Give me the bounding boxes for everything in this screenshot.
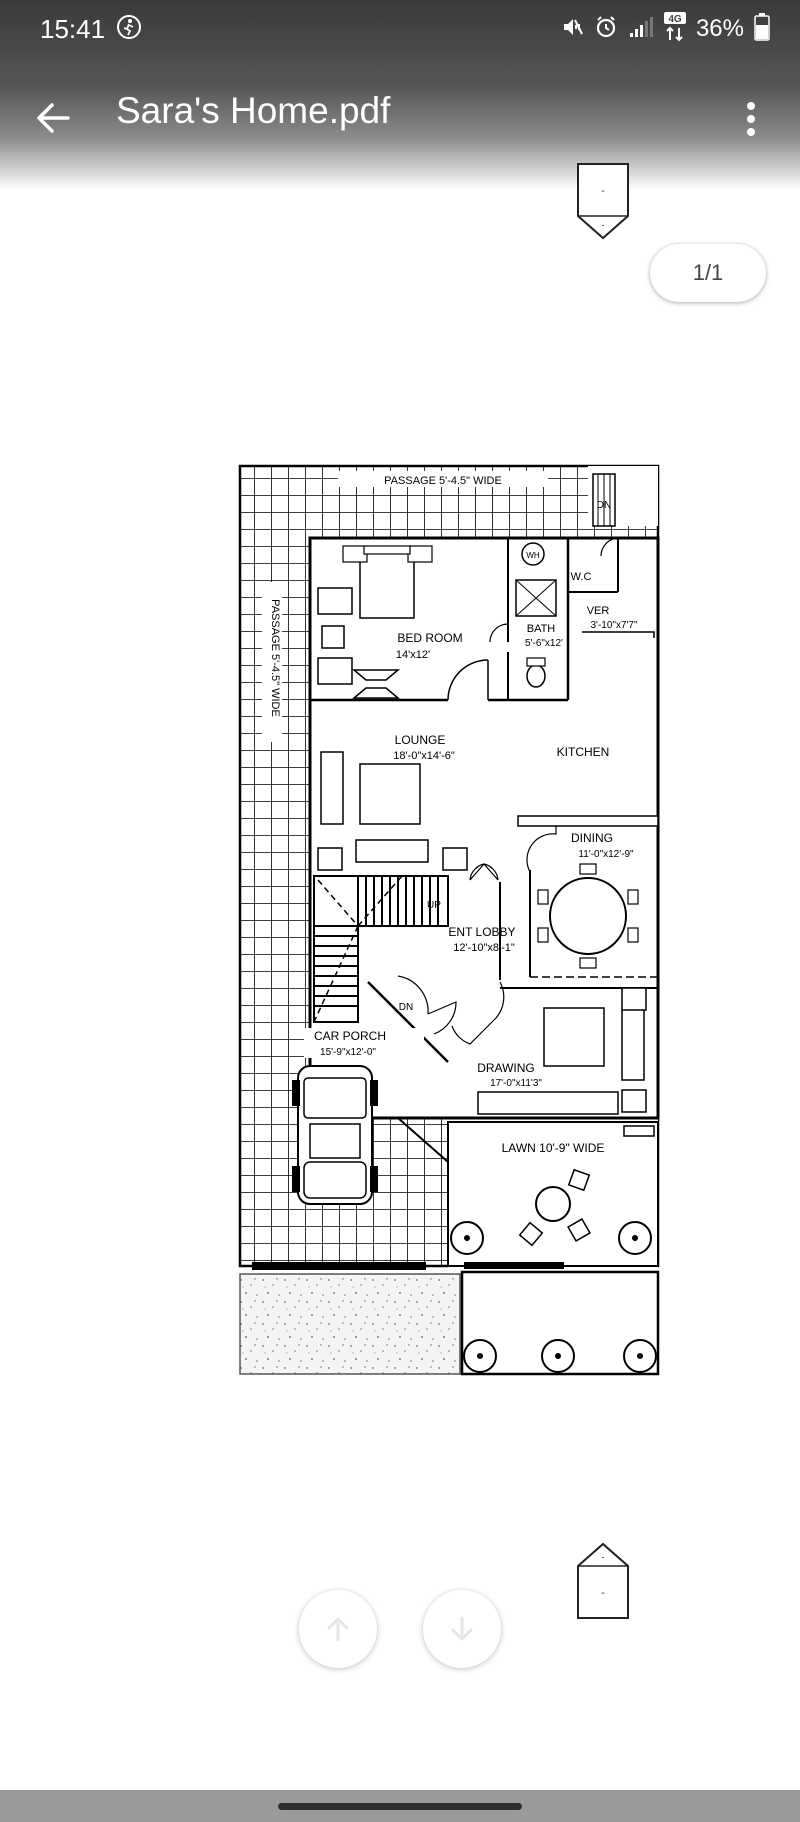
lawn-label: LAWN 10'-9" WIDE bbox=[502, 1141, 605, 1155]
svg-text:-: - bbox=[601, 1588, 604, 1599]
floor-plan-drawing: DN PASSAGE 5'-4.5" WIDE PASSAGE 5'-4.5" … bbox=[238, 462, 662, 1376]
status-time: 15:41 bbox=[40, 14, 106, 44]
back-arrow-icon[interactable] bbox=[28, 92, 80, 144]
drawing-room-size: 17'-0"x11'3" bbox=[490, 1078, 542, 1089]
more-options-icon[interactable] bbox=[728, 96, 774, 142]
alarm-icon bbox=[594, 15, 618, 44]
wc-label: W.C bbox=[571, 571, 592, 583]
status-bar: 15:41 4G 36% bbox=[0, 0, 800, 58]
stair-up-label: UP bbox=[427, 900, 441, 911]
drawing-room-label: DRAWING bbox=[477, 1061, 535, 1075]
app-bar: Sara's Home.pdf bbox=[0, 70, 800, 160]
signal-icon bbox=[628, 15, 654, 44]
svg-text:-: - bbox=[602, 220, 605, 230]
lounge-size: 18'-0"x14'-6" bbox=[393, 750, 455, 762]
car-porch-label: CAR PORCH bbox=[314, 1029, 386, 1043]
dining-label: DINING bbox=[571, 831, 613, 845]
entrance-lobby-label: ENT LOBBY bbox=[448, 925, 515, 939]
scroll-up-button[interactable] bbox=[299, 1590, 377, 1668]
car-porch-size: 15'-9"x12'-0" bbox=[320, 1047, 376, 1058]
entrance-lobby-size: 12'-10"x8'-1" bbox=[453, 942, 515, 954]
car-drawing bbox=[292, 1065, 378, 1205]
kitchen-label: KITCHEN bbox=[557, 745, 610, 759]
arrow-down-icon bbox=[451, 1616, 473, 1642]
verandah-label: VER bbox=[587, 605, 610, 617]
arrow-up-icon bbox=[327, 1616, 349, 1642]
bedroom-size: 14'x12' bbox=[396, 649, 430, 661]
mute-icon bbox=[560, 15, 584, 44]
north-marker-top: -- bbox=[574, 160, 634, 247]
activity-icon bbox=[116, 14, 142, 45]
passage-top-label: PASSAGE 5'-4.5" WIDE bbox=[384, 475, 502, 487]
battery-icon bbox=[754, 12, 770, 46]
document-title: Sara's Home.pdf bbox=[116, 90, 391, 131]
bath-size: 5'-6"x12' bbox=[525, 638, 563, 649]
bedroom-label: BED ROOM bbox=[397, 631, 462, 645]
battery-percent: 36% bbox=[695, 15, 744, 42]
north-marker-bottom: -- bbox=[574, 1540, 634, 1627]
water-heater-label: WH bbox=[526, 551, 540, 560]
svg-text:-: - bbox=[601, 186, 604, 197]
page-indicator: 1/1 bbox=[650, 244, 766, 302]
stair-down-label: DN bbox=[597, 500, 611, 511]
network-4g-icon: 4G bbox=[663, 11, 686, 47]
home-gesture-handle[interactable] bbox=[278, 1803, 522, 1810]
dining-size: 11'-0"x12'-9" bbox=[578, 849, 634, 860]
verandah-size: 3'-10"x7'7" bbox=[590, 620, 638, 631]
top-app-bar-background bbox=[0, 0, 800, 190]
system-navigation-bar bbox=[0, 1790, 800, 1822]
svg-text:-: - bbox=[602, 1552, 605, 1562]
svg-text:4G: 4G bbox=[668, 14, 682, 25]
porch-down-label: DN bbox=[399, 1002, 413, 1013]
lounge-label: LOUNGE bbox=[395, 733, 446, 747]
bath-label: BATH bbox=[527, 623, 556, 635]
scroll-down-button[interactable] bbox=[423, 1590, 501, 1668]
passage-side-label: PASSAGE 5'-4.5" WIDE bbox=[269, 599, 281, 717]
